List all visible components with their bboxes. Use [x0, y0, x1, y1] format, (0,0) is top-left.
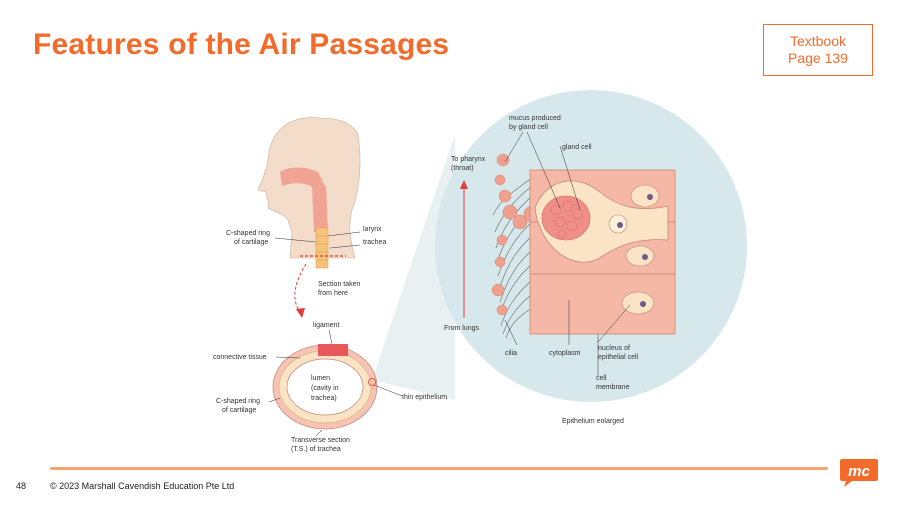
cell-nucleus: [621, 291, 655, 315]
label-cilia: cilia: [505, 350, 517, 357]
reference-line-1: Textbook: [789, 33, 847, 49]
label-epithelium-caption: Epithelium enlarged: [562, 418, 624, 425]
label-gland-cell: gland cell: [562, 144, 592, 151]
label-pharynx-1: To pharynx: [451, 156, 486, 163]
label-trachea: trachea: [363, 239, 386, 246]
ring-lines: [316, 235, 328, 261]
section-arrow-head-icon: [296, 308, 305, 318]
page-number: 48: [16, 481, 27, 491]
label-ligament: ligament: [313, 322, 340, 329]
label-cs-c-ring-2: of cartilage: [222, 407, 256, 414]
cell-nucleus: [625, 245, 655, 267]
label-connective-tissue: connective tissue: [213, 354, 267, 361]
trachea-cross-section: [272, 344, 378, 430]
arrow-head-icon: [460, 180, 468, 189]
pointer-lines: [504, 131, 631, 376]
copyright-text: © 2023 Marshall Cavendish Education Pte …: [50, 481, 235, 491]
head-silhouette: [257, 117, 361, 259]
logo-text: mc: [848, 463, 870, 480]
label-nucleus-1: nucleus of: [598, 345, 630, 352]
label-thin-epithelium: thin epithelium: [402, 394, 447, 401]
section-pointer-lines: [268, 329, 403, 437]
cell-nucleus: [630, 184, 660, 208]
mc-logo-icon: mc: [840, 459, 878, 487]
footer-divider: [50, 467, 828, 470]
label-c-ring-2: of cartilage: [234, 239, 268, 246]
mucus-vesicles: [541, 195, 591, 241]
label-cs-c-ring-1: C-shaped ring: [216, 398, 260, 405]
label-lumen-1: lumen: [311, 375, 330, 382]
label-section-2: from here: [318, 290, 348, 297]
label-section-1: Section taken: [318, 281, 361, 288]
magnification-cone: [372, 134, 455, 400]
ligament-band: [318, 344, 348, 356]
label-larynx: larynx: [363, 226, 382, 233]
reference-line-2: Page 139: [788, 50, 848, 66]
page-title: Features of the Air Passages: [33, 28, 450, 61]
epithelial-cells: [529, 169, 676, 335]
label-membrane-2: membrane: [596, 384, 630, 391]
head-pointer-lines: [274, 231, 361, 249]
label-ts-1: Transverse section: [291, 437, 350, 444]
label-pharynx-2: (throat): [451, 165, 474, 172]
vesicle-dots: [550, 200, 584, 239]
label-membrane-1: cell: [596, 375, 607, 382]
label-cytoplasm: cytoplasm: [549, 350, 581, 357]
label-c-ring-1: C-shaped ring: [226, 230, 270, 237]
label-from-lungs: From lungs: [444, 325, 480, 332]
label-ts-2: (T.S.) of trachea: [291, 446, 341, 453]
label-lumen-2: (cavity in: [311, 385, 339, 392]
label-lumen-3: trachea): [311, 395, 337, 402]
throat-airway: [312, 186, 328, 232]
epithelium-highlight: [368, 378, 376, 386]
nasal-airway: [280, 167, 326, 188]
section-arrow: [294, 263, 307, 313]
textbook-reference-box: Textbook Page 139: [763, 24, 873, 76]
label-mucus-2: by gland cell: [509, 124, 548, 131]
label-nucleus-2: epithelial cell: [598, 354, 639, 361]
label-mucus-1: mucus produced: [509, 115, 561, 122]
trachea-rings: [315, 227, 329, 269]
